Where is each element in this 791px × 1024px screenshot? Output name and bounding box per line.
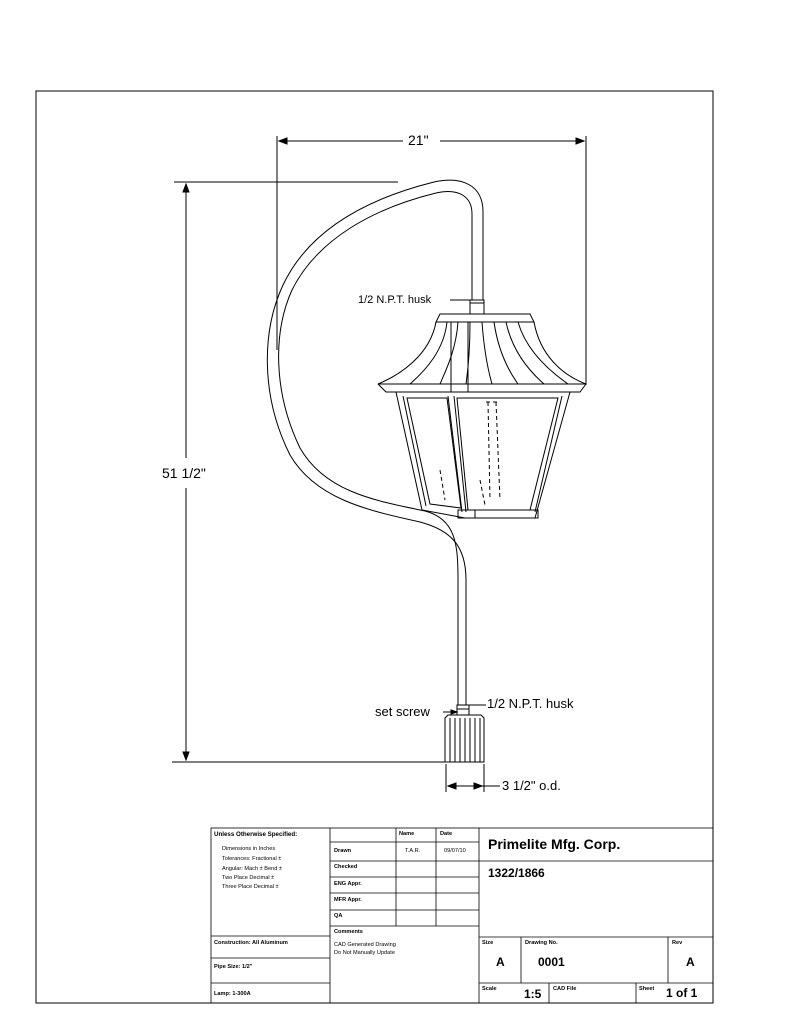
drawn-name: T.A.R. — [405, 848, 421, 854]
comment-line: CAD Generated Drawing — [334, 942, 396, 948]
rev-label: Rev — [672, 940, 683, 946]
bottom-husk-label: 1/2 N.P.T. husk — [487, 696, 574, 711]
width-dimension-line — [276, 136, 587, 385]
title-block-grid — [210, 827, 714, 1004]
bottom-husk — [443, 704, 486, 716]
spec-line: Tolerances: Fractional ± — [222, 856, 282, 862]
spec-line: Two Place Decimal ± — [222, 875, 275, 881]
spec-line: Dimensions in Inches — [222, 846, 276, 852]
construction-note: Construction: All Aluminum — [214, 940, 288, 946]
row-label-qa: QA — [334, 913, 343, 919]
set-screw-label: set screw — [375, 704, 430, 719]
post-base — [444, 714, 485, 763]
width-dimension-label: 21" — [408, 132, 429, 148]
height-dimension-line — [172, 181, 446, 763]
base-od-label: 3 1/2" o.d. — [502, 778, 561, 793]
sheet-label: Sheet — [639, 986, 655, 992]
drawn-date: 09/07/10 — [444, 848, 466, 854]
cad-file-label: CAD File — [553, 986, 577, 992]
pipe-size-note: Pipe Size: 1/2" — [214, 964, 253, 970]
part-number: 1322/1866 — [488, 866, 545, 880]
name-column-header: Name — [399, 831, 415, 837]
rev-value: A — [686, 955, 695, 969]
size-value: A — [496, 955, 505, 969]
lamp-arm-inner — [278, 191, 473, 705]
company-name: Primelite Mfg. Corp. — [488, 836, 621, 852]
row-label-eng-appr: ENG Appr. — [334, 881, 362, 887]
row-label-mfr-appr: MFR Appr. — [334, 897, 362, 903]
lantern-roof — [377, 313, 587, 393]
top-husk — [450, 299, 485, 315]
base-od-dimension-line — [445, 764, 500, 792]
lamp-note: Lamp: 1-300A — [214, 991, 251, 997]
drawing-no-value: 0001 — [538, 955, 565, 969]
unless-specified-heading: Unless Otherwise Specified: — [214, 831, 298, 838]
top-husk-label: 1/2 N.P.T. husk — [358, 294, 432, 306]
lantern-hidden-lines — [439, 401, 501, 506]
row-label-drawn: Drawn — [334, 848, 352, 854]
size-label: Size — [482, 940, 494, 946]
comments-label: Comments — [334, 929, 363, 935]
row-label-checked: Checked — [334, 864, 358, 870]
scale-label: Scale — [482, 986, 497, 992]
sheet-border — [35, 90, 714, 1004]
sheet-value: 1 of 1 — [666, 986, 698, 1000]
lamp-arm-outer — [266, 179, 484, 705]
height-dimension-label: 51 1/2" — [162, 465, 206, 481]
drawing-no-label: Drawing No. — [525, 940, 558, 946]
lantern-body — [395, 391, 571, 519]
spec-line: Three Place Decimal ± — [222, 884, 279, 890]
spec-line: Angular: Mach ± Bend ± — [222, 866, 282, 872]
scale-value: 1:5 — [524, 987, 542, 1001]
date-column-header: Date — [440, 831, 453, 837]
comment-line: Do Not Manually Update — [334, 950, 395, 956]
